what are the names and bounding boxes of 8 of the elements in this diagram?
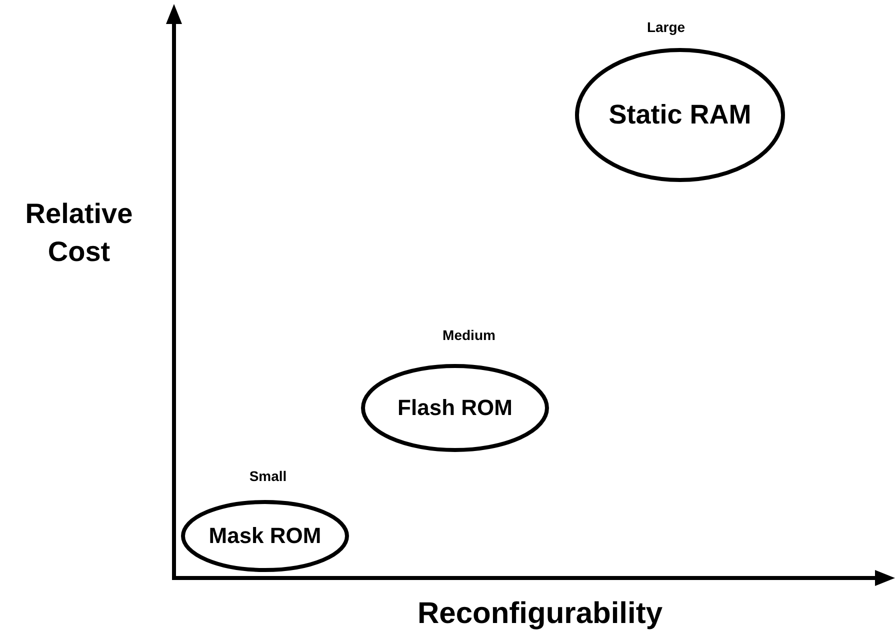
memory-type-label: Mask ROM [208, 523, 322, 549]
size-label: Small [249, 468, 287, 484]
x-axis-title: Reconfigurability [416, 596, 664, 632]
y-axis-title: Relative Cost [24, 197, 134, 269]
size-label: Medium [442, 327, 496, 343]
size-label: Large [646, 19, 686, 35]
memory-type-label: Flash ROM [398, 395, 512, 421]
memory-type-label: Static RAM [608, 100, 752, 130]
